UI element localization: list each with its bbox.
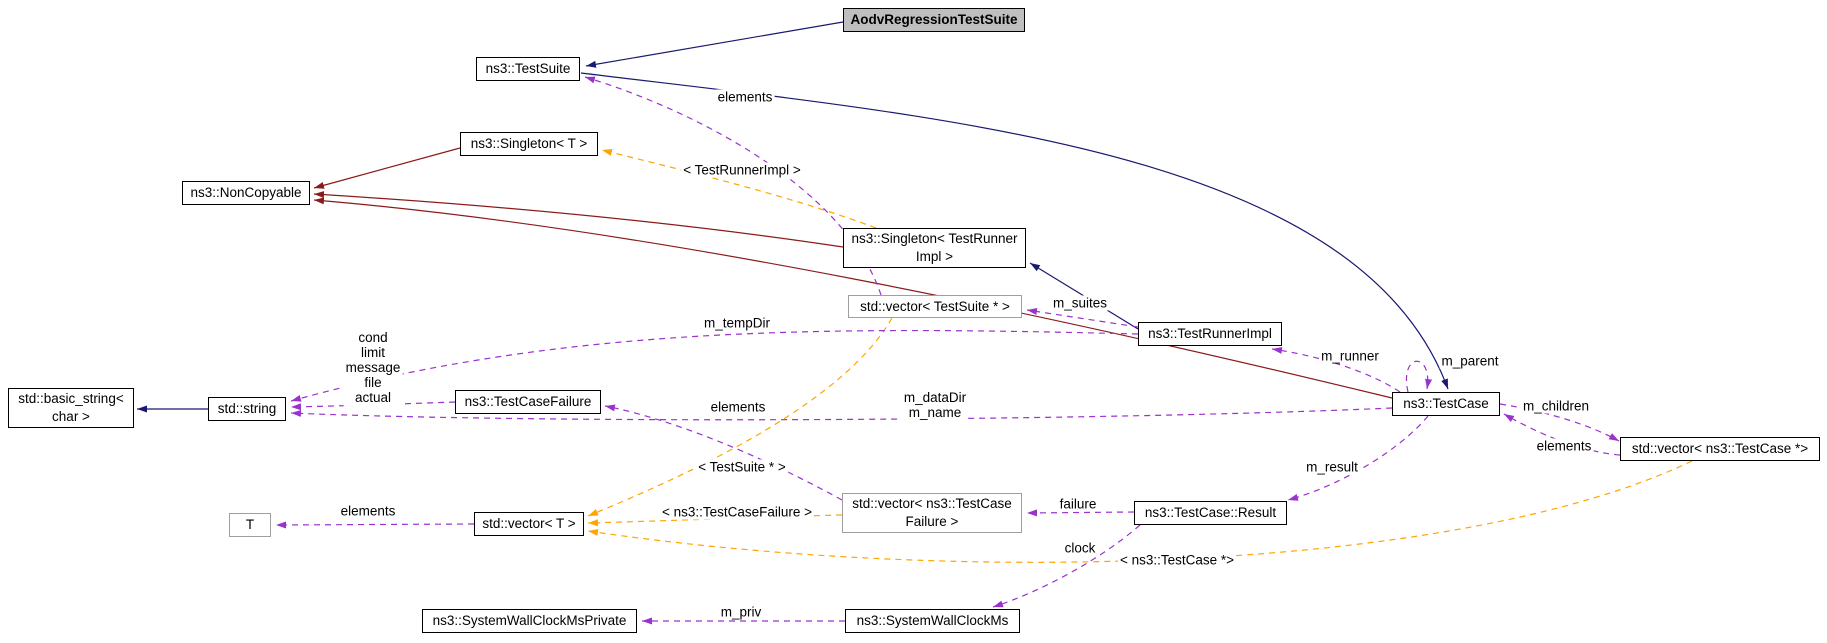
edge-label-template-failure: < ns3::TestCaseFailure > xyxy=(659,504,815,520)
edge-template-singletontri-singletont xyxy=(601,149,877,229)
node-ns3-testrunnerimpl[interactable]: ns3::TestRunnerImpl xyxy=(1138,322,1282,346)
node-std-vector-t[interactable]: std::vector< T > xyxy=(474,512,584,536)
edge-inherits-aodv-testsuite xyxy=(585,21,844,68)
edge-use-vectortestcase-testcase xyxy=(1503,413,1621,456)
edge-use-testcase-result xyxy=(1287,415,1429,501)
edge-label-failure-fields: cond limit message file actual xyxy=(343,330,403,406)
edge-template-vectortestsuite-vectort xyxy=(587,317,893,517)
node-ns3-testsuite[interactable]: ns3::TestSuite xyxy=(476,57,580,81)
edge-label-elements-children: elements xyxy=(1534,438,1594,454)
edge-label-failure: failure xyxy=(1057,496,1099,512)
edge-use-vectorfailure-testcasefailure xyxy=(604,404,843,501)
edge-label-m-tempdir: m_tempDir xyxy=(701,315,773,331)
node-std-basic-string-char[interactable]: std::basic_string< char > xyxy=(8,388,134,428)
node-std-vector-testsuite-ptr: std::vector< TestSuite * > xyxy=(848,295,1022,318)
edge-label-template-testcase-ptr: < ns3::TestCase *> xyxy=(1117,552,1237,568)
node-template-param-t: T xyxy=(229,513,271,537)
node-ns3-systemwallclockms[interactable]: ns3::SystemWallClockMs xyxy=(845,609,1020,633)
edge-use-testcase-string xyxy=(290,407,1393,421)
edge-label-m-result: m_result xyxy=(1304,459,1360,475)
node-ns3-singleton-testrunnerimpl[interactable]: ns3::Singleton< TestRunner Impl > xyxy=(843,228,1026,268)
node-ns3-singleton-t[interactable]: ns3::Singleton< T > xyxy=(460,132,598,156)
node-std-vector-ns3-testcasefailure: std::vector< ns3::TestCase Failure > xyxy=(842,493,1022,533)
edge-use-testrunnerimpl-vectortestsuite xyxy=(1026,308,1139,328)
edge-label-template-testsuite-ptr: < TestSuite * > xyxy=(696,459,788,475)
node-ns3-testcase-result[interactable]: ns3::TestCase::Result xyxy=(1134,501,1287,525)
edge-label-m-parent: m_parent xyxy=(1439,353,1501,369)
node-std-string[interactable]: std::string xyxy=(208,397,286,421)
edge-use-testrunnerimpl-string xyxy=(290,329,1139,402)
edge-use-testcasefailure-string xyxy=(290,401,456,411)
edge-label-clock: clock xyxy=(1062,540,1098,556)
edge-label-elements-suites: elements xyxy=(715,89,775,105)
edge-template-vectorfailure-vectort xyxy=(587,514,843,527)
edge-use-testcase-parent-self xyxy=(1405,360,1433,393)
edge-inherits-testcase-noncopyable xyxy=(313,197,1393,399)
edge-label-elements-t: elements xyxy=(338,503,398,519)
edge-label-m-children: m_children xyxy=(1520,398,1592,414)
edge-label-m-runner: m_runner xyxy=(1319,348,1381,364)
node-ns3-systemwallclockmsprivate[interactable]: ns3::SystemWallClockMsPrivate xyxy=(422,609,637,633)
edge-use-vectortestsuite-testsuite xyxy=(584,76,882,296)
edge-use-vectort-t xyxy=(275,521,475,529)
edge-label-m-priv: m_priv xyxy=(718,604,764,620)
edge-use-result-vectorfailure xyxy=(1026,509,1135,517)
edge-inherits-singletont-noncopyable xyxy=(313,147,461,189)
edge-label-template-trimpl: < TestRunnerImpl > xyxy=(681,162,803,178)
node-ns3-testcase[interactable]: ns3::TestCase xyxy=(1392,392,1500,416)
node-ns3-testcasefailure[interactable]: ns3::TestCaseFailure xyxy=(455,390,601,414)
node-aodvregressiontestsuite: AodvRegressionTestSuite xyxy=(843,8,1025,32)
edge-label-m-datadir-m-name: m_dataDir m_name xyxy=(901,389,969,421)
edge-use-testcase-testrunnerimpl xyxy=(1271,346,1401,393)
edge-label-m-suites: m_suites xyxy=(1050,295,1110,311)
edge-inherits-singletontri-noncopyable xyxy=(313,191,844,248)
edge-label-elements-failures: elements xyxy=(708,399,768,415)
node-ns3-noncopyable[interactable]: ns3::NonCopyable xyxy=(182,181,310,205)
node-std-vector-ns3-testcase-ptr[interactable]: std::vector< ns3::TestCase *> xyxy=(1620,437,1820,461)
edge-use-testcase-vectortestcase xyxy=(1499,403,1620,442)
